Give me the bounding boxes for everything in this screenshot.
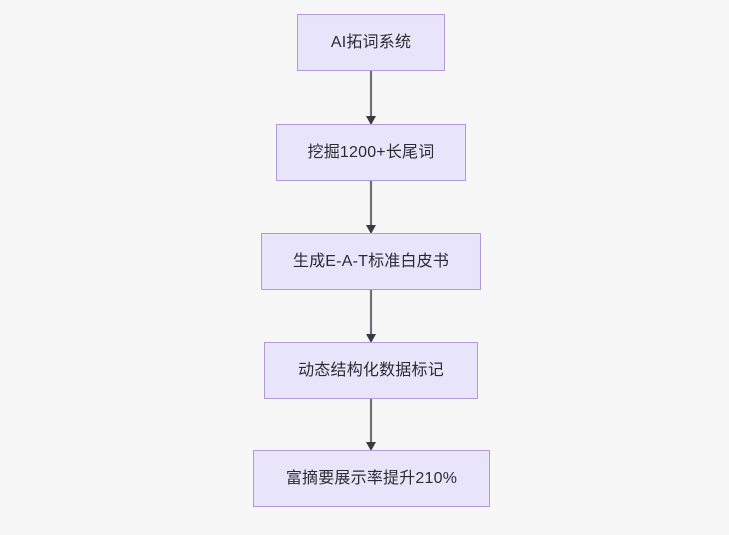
flowchart-node-ai-keyword-system[interactable]: AI拓词系统 [297,14,445,71]
flowchart-node-longtail-keywords[interactable]: 挖掘1200+长尾词 [276,124,466,181]
flowchart-node-structured-data-markup[interactable]: 动态结构化数据标记 [264,342,478,399]
edge-n2-n3 [366,179,376,234]
edge-n4-n5 [366,397,376,451]
flowchart-node-eat-whitepaper[interactable]: 生成E-A-T标准白皮书 [261,233,481,290]
flowchart-node-label: 动态结构化数据标记 [298,361,444,379]
flowchart-node-label: 生成E-A-T标准白皮书 [292,252,450,270]
flowchart-node-label: AI拓词系统 [330,33,412,51]
flowchart-node-rich-snippet-result[interactable]: 富摘要展示率提升210% [253,450,490,507]
flowchart-node-label: 富摘要展示率提升210% [285,469,458,487]
edge-n3-n4 [366,288,376,343]
edge-n1-n2 [366,69,376,125]
flowchart-node-label: 挖掘1200+长尾词 [307,143,435,161]
